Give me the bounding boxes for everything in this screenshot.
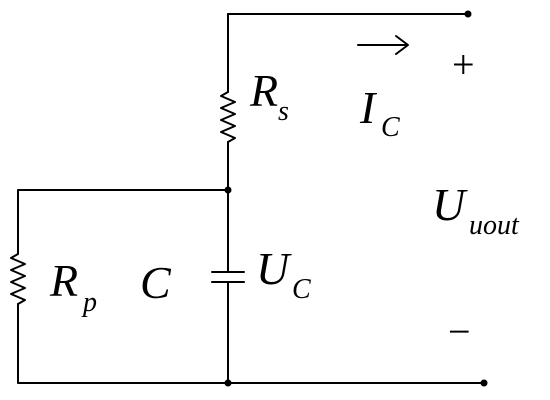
rp-subscript: p	[81, 287, 97, 318]
rs-subscript: s	[278, 96, 289, 127]
rs-label: R	[249, 65, 278, 116]
ic-subscript: C	[381, 112, 400, 143]
plus-sign: +	[452, 42, 475, 87]
bottom-terminal	[480, 379, 488, 387]
rp-resistor	[10, 253, 26, 305]
rp-bottom-wire	[17, 303, 229, 384]
capacitor-label: C	[140, 257, 172, 308]
uout-label: U	[432, 179, 468, 230]
uout-subscript: uout	[469, 210, 520, 241]
rp-label: R	[49, 255, 78, 306]
uc-subscript: C	[292, 274, 311, 305]
ic-label: I	[359, 82, 378, 133]
current-arrow-icon	[357, 35, 409, 55]
minus-sign: −	[448, 309, 471, 354]
rp-top-wire	[17, 189, 229, 255]
top-terminal	[464, 10, 472, 18]
rs-resistor	[220, 91, 236, 143]
uc-label: U	[256, 243, 292, 294]
